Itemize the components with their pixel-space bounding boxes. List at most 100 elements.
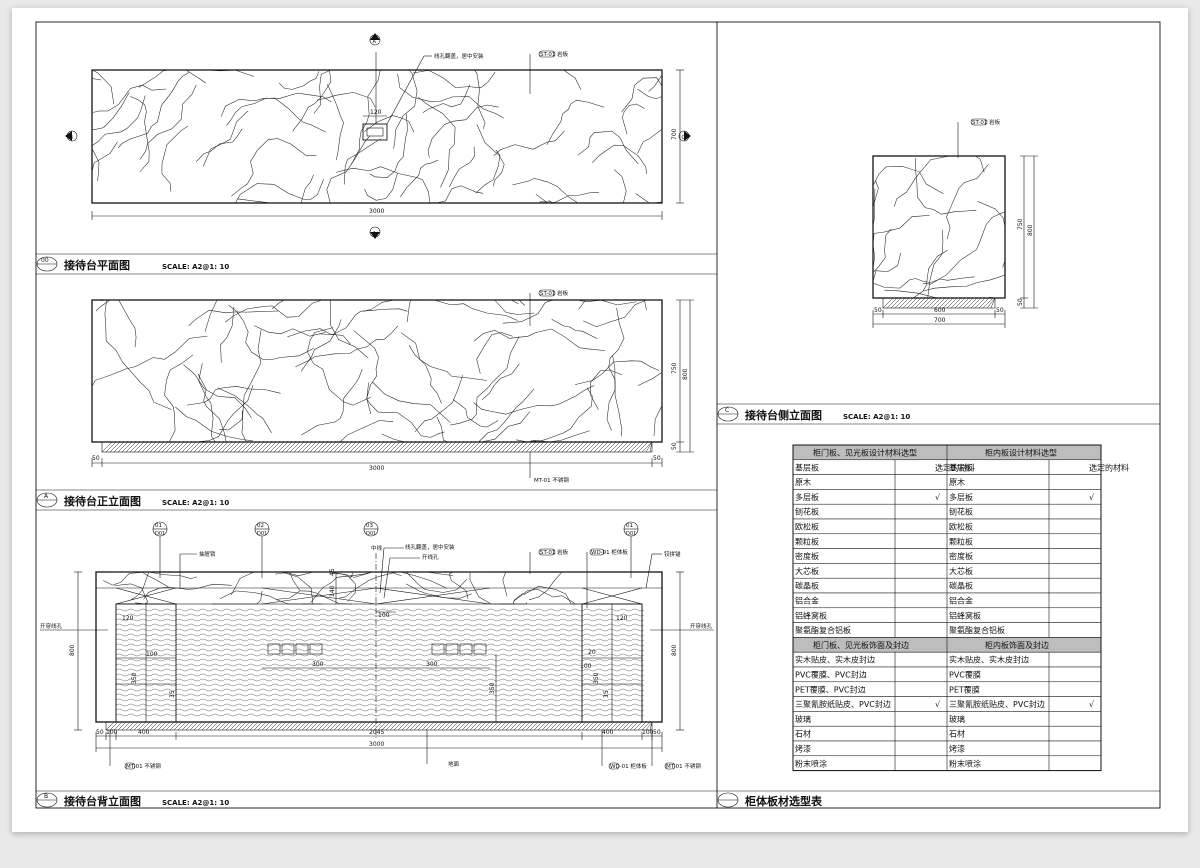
hatch-line [221, 721, 231, 731]
stone-vein [335, 166, 431, 204]
table-cell: 烤漆 [949, 744, 965, 754]
hatch-line [589, 721, 599, 731]
table-cell: 粉末喷涂 [949, 758, 981, 768]
stone-vein [91, 141, 118, 183]
cad-drawing: 120 线孔翻盖，居中安装 ST-01 岩板 3000 700 A B A [35, 21, 1161, 809]
hatch-line [966, 297, 978, 309]
table-cell: 基层板 [949, 462, 973, 472]
dim-front-width: 3000 [369, 465, 384, 472]
hatch-line [185, 441, 197, 453]
hatch-line [377, 721, 387, 731]
wood-grain-line [115, 628, 645, 632]
hatch-line [405, 721, 415, 731]
hatch-line [589, 441, 601, 453]
hatch-line [205, 721, 215, 731]
hatch-line [169, 721, 179, 731]
hatch-line [617, 441, 629, 453]
hatch-line [473, 441, 485, 453]
hatch-line [978, 297, 990, 309]
svg-text:D01: D01 [366, 531, 376, 537]
hatch-line [417, 721, 427, 731]
table-cell: 铝蜂窝板 [949, 610, 981, 620]
hatch-line [429, 441, 441, 453]
hatch-line [313, 721, 323, 731]
wood-grain-line [115, 623, 645, 627]
dim-front-800: 800 [682, 368, 689, 380]
hatch-line [129, 441, 141, 453]
stone-vein [91, 140, 100, 181]
table-cell: 粉末喷涂 [795, 758, 827, 768]
back-material-stone: ST-01 岩板 [540, 548, 569, 556]
table-cell: 聚氨酯复合铝板 [795, 625, 851, 635]
hatch-line [369, 441, 381, 453]
dim-back-50l: 50 [96, 729, 104, 736]
hatch-line [477, 721, 487, 731]
stone-vein [143, 69, 207, 84]
hatch-line [361, 441, 373, 453]
hatch-line [357, 441, 369, 453]
hatch-line [161, 721, 171, 731]
dim-back-350a: 350 [131, 672, 138, 684]
svg-text:01: 01 [155, 523, 162, 529]
stone-vein [502, 299, 637, 324]
front-title-block: A 接待台正立面图 SCALE: A2@1: 10 [36, 492, 229, 508]
hatch-line [161, 441, 173, 453]
table-cell: PET覆膜、PVC封边 [795, 684, 866, 694]
hatch-line [425, 441, 437, 453]
stone-vein [872, 188, 876, 268]
hatch-line [986, 297, 996, 309]
dim-front-right50: 50 [653, 455, 661, 462]
hatch-line [613, 441, 625, 453]
hatch-line [357, 721, 367, 731]
stone-vein [923, 274, 1006, 292]
stone-vein [138, 69, 254, 88]
hatch-line [105, 441, 117, 453]
hatch-line [970, 297, 982, 309]
drawing-frame [35, 21, 1161, 809]
stone-vein [481, 363, 520, 401]
stone-vein [989, 296, 1005, 299]
hatch-line [489, 721, 499, 731]
hatch-line [273, 441, 285, 453]
hatch-line [349, 441, 361, 453]
hatch-line [341, 441, 353, 453]
dim-back-300a: 300 [312, 661, 324, 668]
table-cell: 玻璃 [949, 714, 965, 724]
table-header-cell: 柜内板饰面及封边 [985, 640, 1049, 650]
front-tag: A [44, 493, 49, 500]
dim-front-left50: 50 [92, 455, 100, 462]
back-hinge: 铰拼锚 [664, 550, 681, 558]
hatch-line [605, 721, 615, 731]
table-cell: 实木贴皮、实木皮封边 [949, 655, 1029, 665]
hatch-line [261, 441, 273, 453]
stone-vein [91, 69, 115, 104]
hatch-line [469, 441, 481, 453]
hatch-line [285, 721, 295, 731]
hatch-line [133, 441, 145, 453]
hatch-line [950, 297, 962, 309]
hatch-line [241, 721, 251, 731]
hatch-line [201, 721, 211, 731]
stone-vein [622, 103, 645, 135]
hatch-line [645, 721, 653, 731]
stone-vein [546, 99, 605, 145]
front-base-tag: MT-01 不锈钢 [534, 476, 569, 484]
dim-back-2045: 2045 [369, 729, 384, 736]
hatch-line [333, 441, 345, 453]
hatch-line [505, 441, 517, 453]
stone-vein [648, 70, 663, 92]
hatch-line [153, 441, 165, 453]
hatch-line [505, 721, 515, 731]
dim-side-600: 600 [934, 307, 946, 314]
stone-vein [366, 382, 445, 438]
svg-text:C: C [682, 135, 686, 141]
hatch-line [349, 721, 359, 731]
table-cell: 碳晶板 [949, 581, 973, 591]
stone-vein [278, 71, 320, 90]
wood-grain-line [115, 693, 645, 697]
hatch-line [585, 721, 595, 731]
hatch-line [241, 441, 253, 453]
side-scale: SCALE: A2@1: 10 [843, 413, 910, 421]
stone-vein [448, 571, 482, 600]
stone-vein [512, 178, 584, 204]
